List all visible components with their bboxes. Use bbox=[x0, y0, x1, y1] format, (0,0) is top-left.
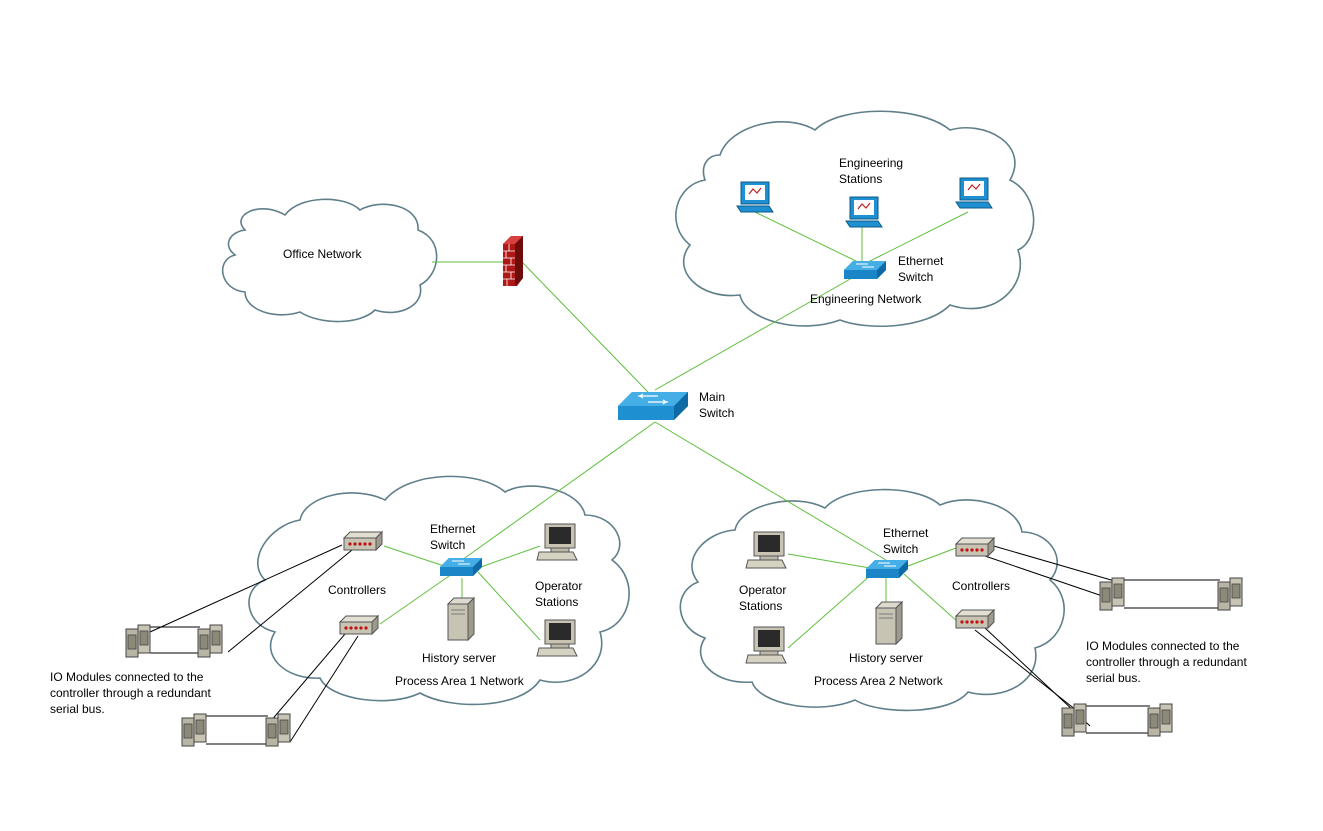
engineering-network-label: Engineering Network bbox=[810, 292, 922, 306]
pa1-ethernet-switch-label: Ethernet Switch bbox=[430, 521, 475, 553]
pa2-operator-stations-text: Operator Stations bbox=[739, 583, 787, 613]
engineering-station-icon bbox=[736, 181, 774, 213]
io-module-pair-pa1-top bbox=[125, 624, 223, 658]
link-pa2-ctrl2 bbox=[903, 573, 959, 623]
link-pa2-op2 bbox=[787, 573, 873, 649]
link-eng-pc1 bbox=[754, 211, 859, 263]
bus-pa1-top-b bbox=[227, 549, 353, 653]
pa1-network-label: Process Area 1 Network bbox=[395, 674, 524, 688]
link-pa1-op1 bbox=[477, 545, 541, 569]
pa1-io-note: IO Modules connected to the controller t… bbox=[50, 669, 211, 717]
controller-icon bbox=[955, 609, 995, 629]
bus-pa1-top-a bbox=[149, 544, 343, 633]
pa2-controllers-label: Controllers bbox=[952, 579, 1011, 593]
eng-switch-icon bbox=[843, 260, 887, 280]
link-pa2-op1 bbox=[787, 553, 871, 569]
pa2-history-server-label: History server bbox=[849, 651, 924, 665]
pa2-ethernet-switch-label: Ethernet Switch bbox=[883, 525, 928, 557]
pa1-io-note-text: IO Modules connected to the controller t… bbox=[50, 670, 211, 716]
engineering-station-icon bbox=[955, 177, 993, 209]
engineering-stations-text: Engineering Stations bbox=[839, 156, 904, 186]
pa1-ethernet-switch-text: Ethernet Switch bbox=[430, 522, 476, 552]
pa2-io-note-text: IO Modules connected to the controller t… bbox=[1086, 639, 1247, 685]
pa2-operator-stations-label: Operator Stations bbox=[739, 582, 786, 614]
eng-ethernet-switch-text: Ethernet Switch bbox=[898, 254, 944, 284]
eng-ethernet-switch-label: Ethernet Switch bbox=[898, 253, 943, 285]
controller-icon bbox=[339, 615, 379, 635]
main-switch-label: Main Switch bbox=[699, 389, 734, 421]
bus-pa1-bot-a bbox=[269, 633, 346, 723]
office-network-cloud bbox=[221, 198, 438, 323]
pa1-operator-stations-text: Operator Stations bbox=[535, 579, 583, 609]
link-main-pa1 bbox=[461, 421, 656, 561]
link-pa2-ctrl1 bbox=[907, 547, 957, 567]
link-firewall-main bbox=[521, 261, 649, 393]
bus-pa2-top-b bbox=[984, 555, 1121, 603]
engineering-station-icon bbox=[845, 196, 883, 228]
pa2-network-label: Process Area 2 Network bbox=[814, 674, 943, 688]
io-module-pair-pa1-bottom bbox=[181, 713, 291, 747]
controller-icon bbox=[955, 537, 995, 557]
io-module-pair-pa2-bottom bbox=[1061, 703, 1173, 737]
main-switch-text: Main Switch bbox=[699, 390, 735, 420]
process-area-1-cloud bbox=[248, 475, 630, 706]
firewall-icon bbox=[503, 236, 523, 286]
link-main-eng bbox=[654, 277, 853, 391]
io-module-pair-pa2-top bbox=[1099, 577, 1243, 611]
history-server-icon bbox=[875, 601, 903, 645]
link-pa1-ctrl1 bbox=[383, 545, 451, 569]
pa2-io-note: IO Modules connected to the controller t… bbox=[1086, 638, 1247, 686]
bus-pa1-bot-b bbox=[289, 635, 359, 743]
controller-icon bbox=[343, 531, 383, 551]
pa1-controllers-label: Controllers bbox=[328, 583, 387, 597]
link-pa1-ctrl2 bbox=[379, 573, 453, 625]
pa2-ethernet-switch-text: Ethernet Switch bbox=[883, 526, 929, 556]
pa1-switch-icon bbox=[439, 557, 483, 577]
office-network-label: Office Network bbox=[283, 247, 362, 261]
link-main-pa2 bbox=[654, 421, 887, 561]
link-pa1-op2 bbox=[477, 571, 541, 641]
pa2-switch-icon bbox=[865, 559, 909, 579]
bus-pa2-top-a bbox=[979, 541, 1119, 583]
pa1-operator-stations-label: Operator Stations bbox=[535, 578, 582, 610]
pa1-history-server-label: History server bbox=[422, 651, 497, 665]
history-server-icon bbox=[447, 597, 475, 641]
link-eng-pc3 bbox=[867, 211, 969, 263]
main-switch-icon bbox=[617, 391, 689, 421]
engineering-stations-label: Engineering Stations bbox=[839, 155, 903, 187]
